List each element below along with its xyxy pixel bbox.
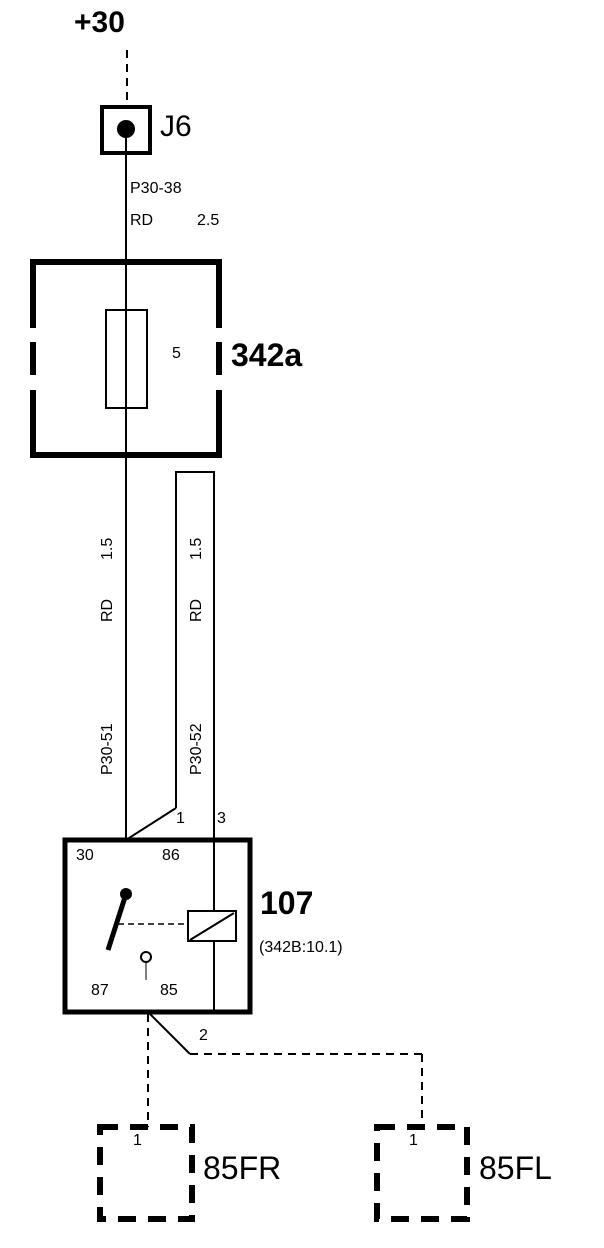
- relay-sublabel: (342B:10.1): [259, 939, 343, 956]
- relay-pin-30: 30: [76, 847, 94, 864]
- connector-j6-label: J6: [160, 110, 192, 143]
- relay-pin-85: 85: [160, 982, 178, 999]
- pin1-link: [125, 807, 177, 841]
- wire-top-color: RD: [130, 212, 153, 229]
- wire-right: [175, 471, 215, 1012]
- relay-box: [62, 837, 253, 1015]
- relay-coil-diagonal: [189, 912, 235, 941]
- wire-top-size: 2.5: [197, 212, 219, 229]
- component-85fl-box: [374, 1124, 470, 1222]
- relay-pin-87: 87: [91, 982, 109, 999]
- wire-left-code: P30-51: [99, 723, 116, 775]
- component-85fr-pin: 1: [133, 1132, 142, 1149]
- component-85fl-pin: 1: [409, 1132, 418, 1149]
- relay-label: 107: [260, 885, 313, 921]
- component-85fr-box: [97, 1124, 195, 1222]
- relay-switch-arm: [105, 893, 129, 951]
- wire-left-size: 1.5: [99, 538, 116, 560]
- fuse-number: 5: [172, 345, 181, 362]
- connector-j6-dot: [117, 120, 135, 138]
- connector-pin-1: 1: [176, 810, 185, 827]
- connector-pin-2: 2: [199, 1027, 208, 1044]
- connector-pin-3: 3: [217, 810, 226, 827]
- wire-right-color: RD: [188, 599, 205, 622]
- wire-right-code: P30-52: [188, 723, 205, 775]
- component-85fl-label: 85FL: [479, 1150, 552, 1186]
- supply-label: +30: [74, 6, 125, 39]
- wire-left-color: RD: [99, 599, 116, 622]
- output-split-line: [149, 1013, 191, 1055]
- component-85fr-label: 85FR: [203, 1150, 281, 1186]
- fuse-box-label: 342a: [231, 337, 302, 373]
- wire-top-code: P30-38: [130, 180, 182, 197]
- relay-pin-86: 86: [162, 847, 180, 864]
- wire-right-size: 1.5: [188, 538, 205, 560]
- fuse-box: [30, 259, 222, 458]
- relay-contact-87: [140, 951, 152, 963]
